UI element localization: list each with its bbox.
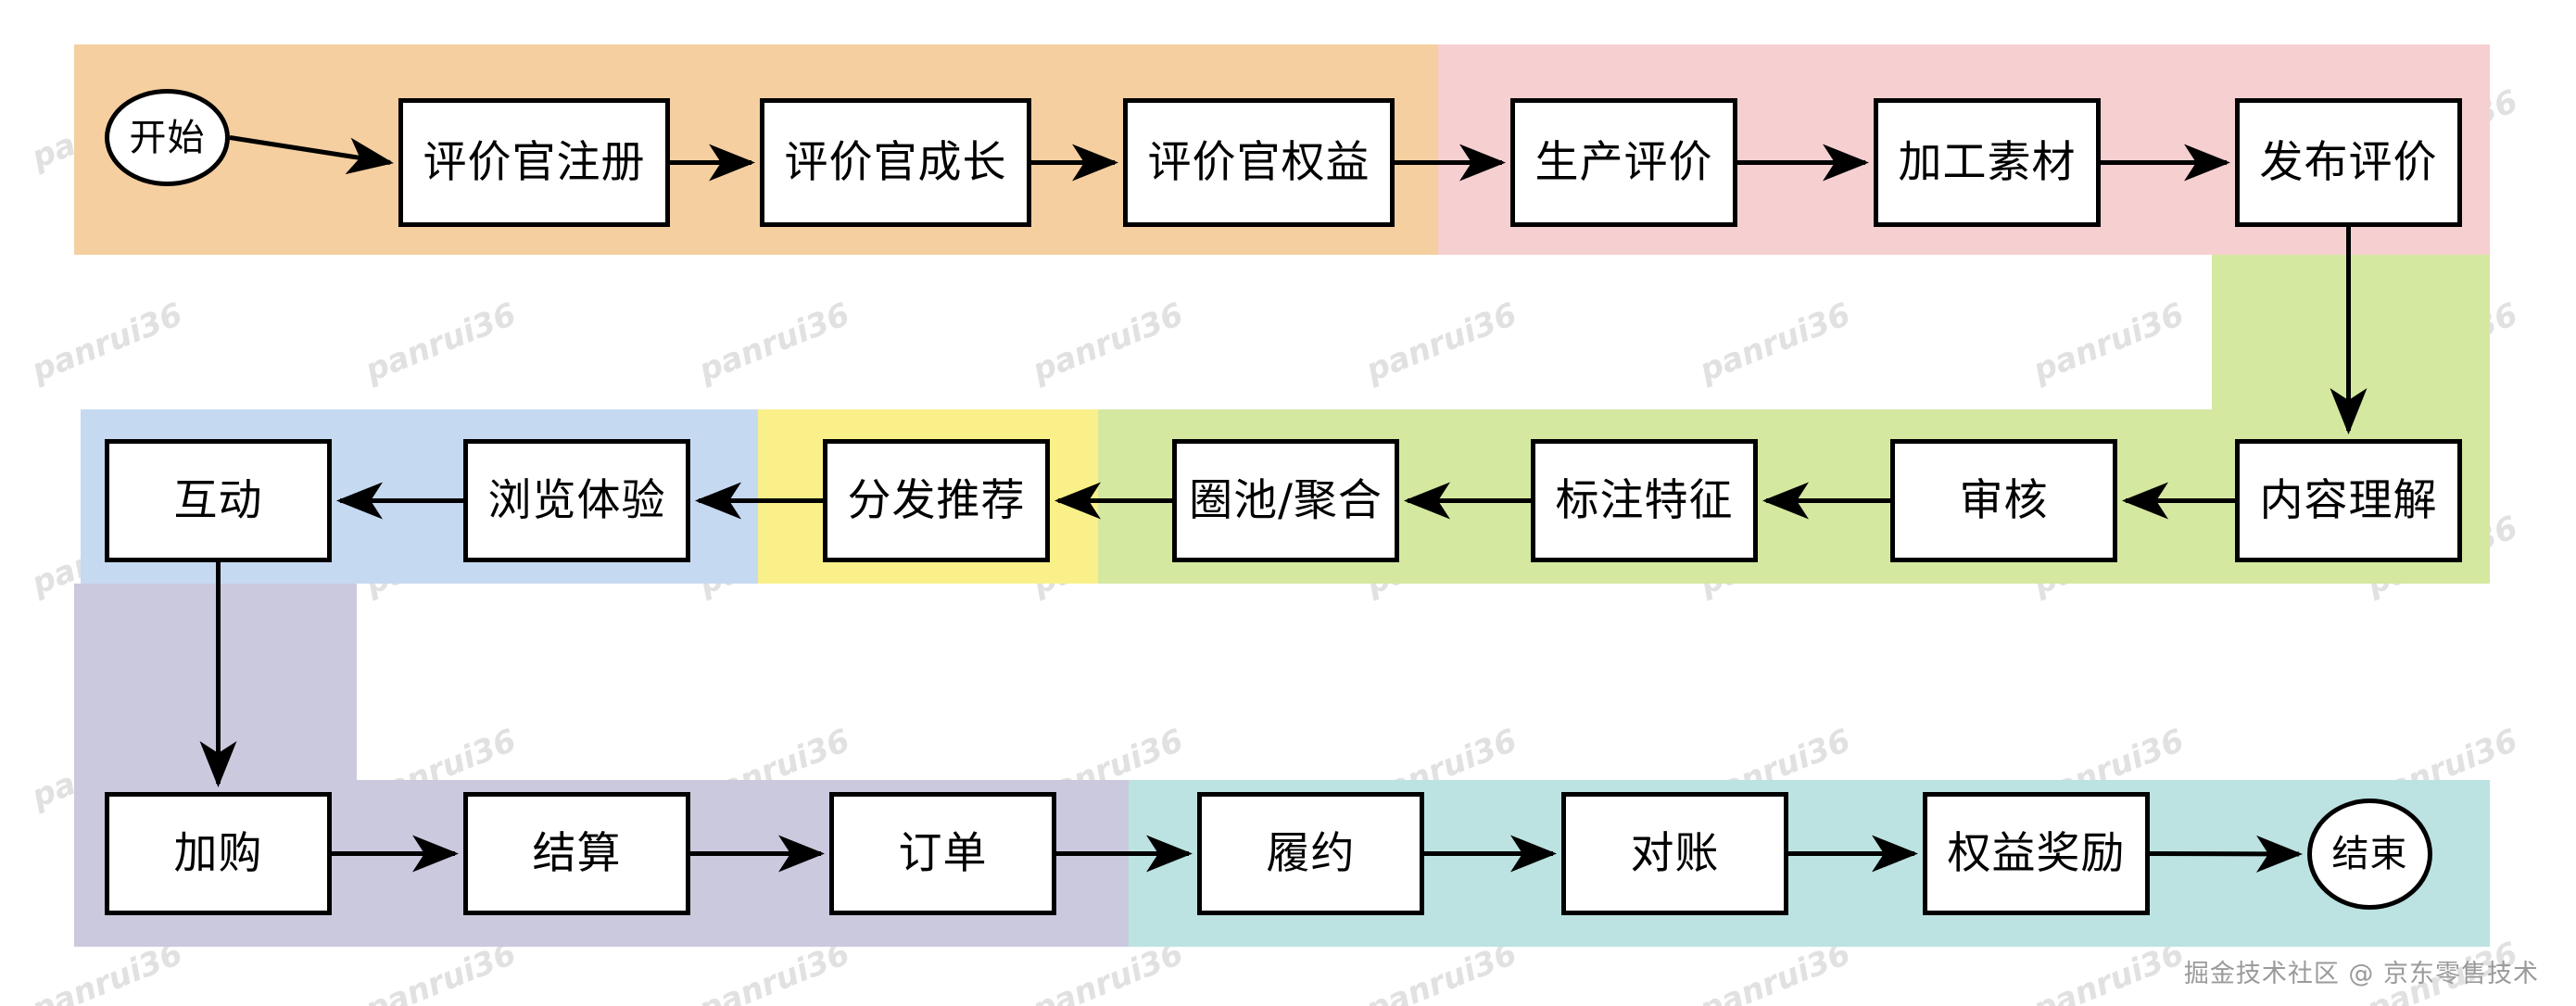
- node-rights-reward[interactable]: 权益奖励: [1923, 792, 2150, 915]
- node-pool-aggregate[interactable]: 圈池/聚合: [1172, 439, 1399, 562]
- node-label-content-under: 内容理解: [2259, 475, 2438, 526]
- node-reviewer-grow[interactable]: 评价官成长: [760, 98, 1031, 227]
- watermark-text: panrui36: [1694, 296, 1856, 390]
- node-add-cart[interactable]: 加购: [105, 792, 332, 915]
- node-label-rights-reward: 权益奖励: [1947, 828, 2126, 879]
- node-settle[interactable]: 结算: [463, 792, 690, 915]
- node-label-reviewer-reg: 评价官注册: [423, 137, 646, 188]
- node-label-fulfill: 履约: [1266, 828, 1356, 879]
- node-label-publish-review: 发布评价: [2259, 137, 2438, 188]
- node-label-order: 订单: [898, 828, 988, 879]
- node-browse-exp[interactable]: 浏览体验: [463, 439, 690, 562]
- node-audit[interactable]: 审核: [1890, 439, 2117, 562]
- node-reconcile[interactable]: 对账: [1561, 792, 1788, 915]
- watermark-text: panrui36: [26, 296, 188, 390]
- watermark-text: panrui36: [2027, 296, 2190, 390]
- node-label-distribute-rec: 分发推荐: [847, 475, 1026, 526]
- node-label-reviewer-right: 评价官权益: [1147, 137, 1370, 188]
- node-label-reviewer-grow: 评价官成长: [784, 137, 1007, 188]
- node-label-produce-review: 生产评价: [1534, 137, 1713, 188]
- watermark-text: panrui36: [1360, 296, 1522, 390]
- node-label-browse-exp: 浏览体验: [487, 475, 666, 526]
- node-produce-review[interactable]: 生产评价: [1510, 98, 1737, 227]
- watermark-text: panrui36: [360, 296, 522, 390]
- node-reviewer-right[interactable]: 评价官权益: [1123, 98, 1395, 227]
- node-label-start: 开始: [129, 116, 206, 159]
- node-interact[interactable]: 互动: [105, 439, 332, 562]
- footer-credit: 掘金技术社区 @ 京东零售技术: [2183, 960, 2539, 988]
- node-label-pool-aggregate: 圈池/聚合: [1189, 475, 1383, 526]
- node-process-asset[interactable]: 加工素材: [1874, 98, 2101, 227]
- node-label-end: 结束: [2331, 833, 2408, 875]
- node-publish-review[interactable]: 发布评价: [2235, 98, 2462, 227]
- swimlane-content-review-notch: [2212, 255, 2490, 414]
- node-start[interactable]: 开始: [105, 89, 230, 186]
- node-label-add-cart: 加购: [173, 828, 263, 879]
- node-label-tag-feature: 标注特征: [1555, 475, 1734, 526]
- node-tag-feature[interactable]: 标注特征: [1531, 439, 1758, 562]
- watermark-text: panrui36: [693, 296, 855, 390]
- node-label-interact: 互动: [173, 475, 263, 526]
- node-label-process-asset: 加工素材: [1898, 137, 2077, 188]
- node-content-under[interactable]: 内容理解: [2235, 439, 2462, 562]
- node-distribute-rec[interactable]: 分发推荐: [823, 439, 1050, 562]
- watermark-text: panrui36: [1027, 296, 1189, 390]
- node-label-reconcile: 对账: [1630, 828, 1720, 879]
- node-label-audit: 审核: [1959, 475, 2049, 526]
- node-reviewer-reg[interactable]: 评价官注册: [398, 98, 670, 227]
- swimlane-transaction-notch: [74, 584, 357, 780]
- node-label-settle: 结算: [532, 828, 622, 879]
- node-fulfill[interactable]: 履约: [1197, 792, 1424, 915]
- node-end[interactable]: 结束: [2307, 799, 2432, 910]
- node-order[interactable]: 订单: [829, 792, 1056, 915]
